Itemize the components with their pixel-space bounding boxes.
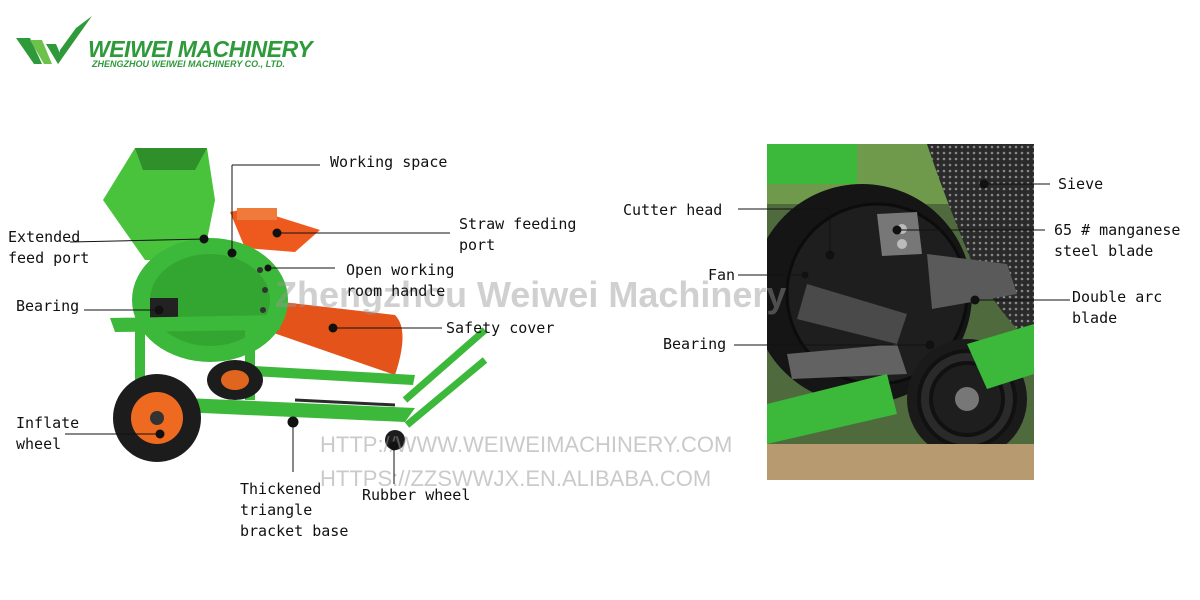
label-sieve: Sieve	[1058, 175, 1104, 193]
logo-name: WEIWEI MACHINERY	[88, 36, 313, 62]
label-open-working-room-handle: Open working room handle	[346, 261, 455, 300]
logo-subtitle: ZHENGZHOU WEIWEI MACHINERY CO., LTD.	[92, 59, 285, 69]
label-manganese-blade: 65 # manganese steel blade	[1054, 221, 1181, 260]
label-double-arc-blade: Double arc blade	[1072, 288, 1163, 327]
label-inflate-wheel: Inflate wheel	[16, 414, 80, 453]
label-fan: Fan	[708, 266, 736, 284]
label-straw-feeding-port: Straw feeding port	[459, 215, 577, 254]
label-cutter-head: Cutter head	[623, 201, 723, 219]
label-safety-cover: Safety cover	[446, 319, 555, 337]
hammer-mill-image	[103, 148, 488, 462]
label-rubber-wheel: Rubber wheel	[362, 486, 471, 504]
label-extended-feed-port: Extended feed port	[8, 228, 90, 267]
watermark-url-2: HTTPS://ZZSWWJX.EN.ALIBABA.COM	[320, 466, 712, 491]
label-bearing-right: Bearing	[663, 335, 727, 353]
label-thickened-base: Thickened triangle bracket base	[240, 480, 349, 540]
label-bearing-left: Bearing	[16, 297, 80, 315]
watermark-brand: Zhengzhou Weiwei Machinery	[275, 274, 787, 315]
logo-mark-icon	[16, 16, 92, 64]
cutter-head-photo	[767, 144, 1034, 480]
watermark-url-1: HTTP://WWW.WEIWEIMACHINERY.COM	[320, 432, 733, 457]
label-working-space: Working space	[330, 153, 448, 171]
